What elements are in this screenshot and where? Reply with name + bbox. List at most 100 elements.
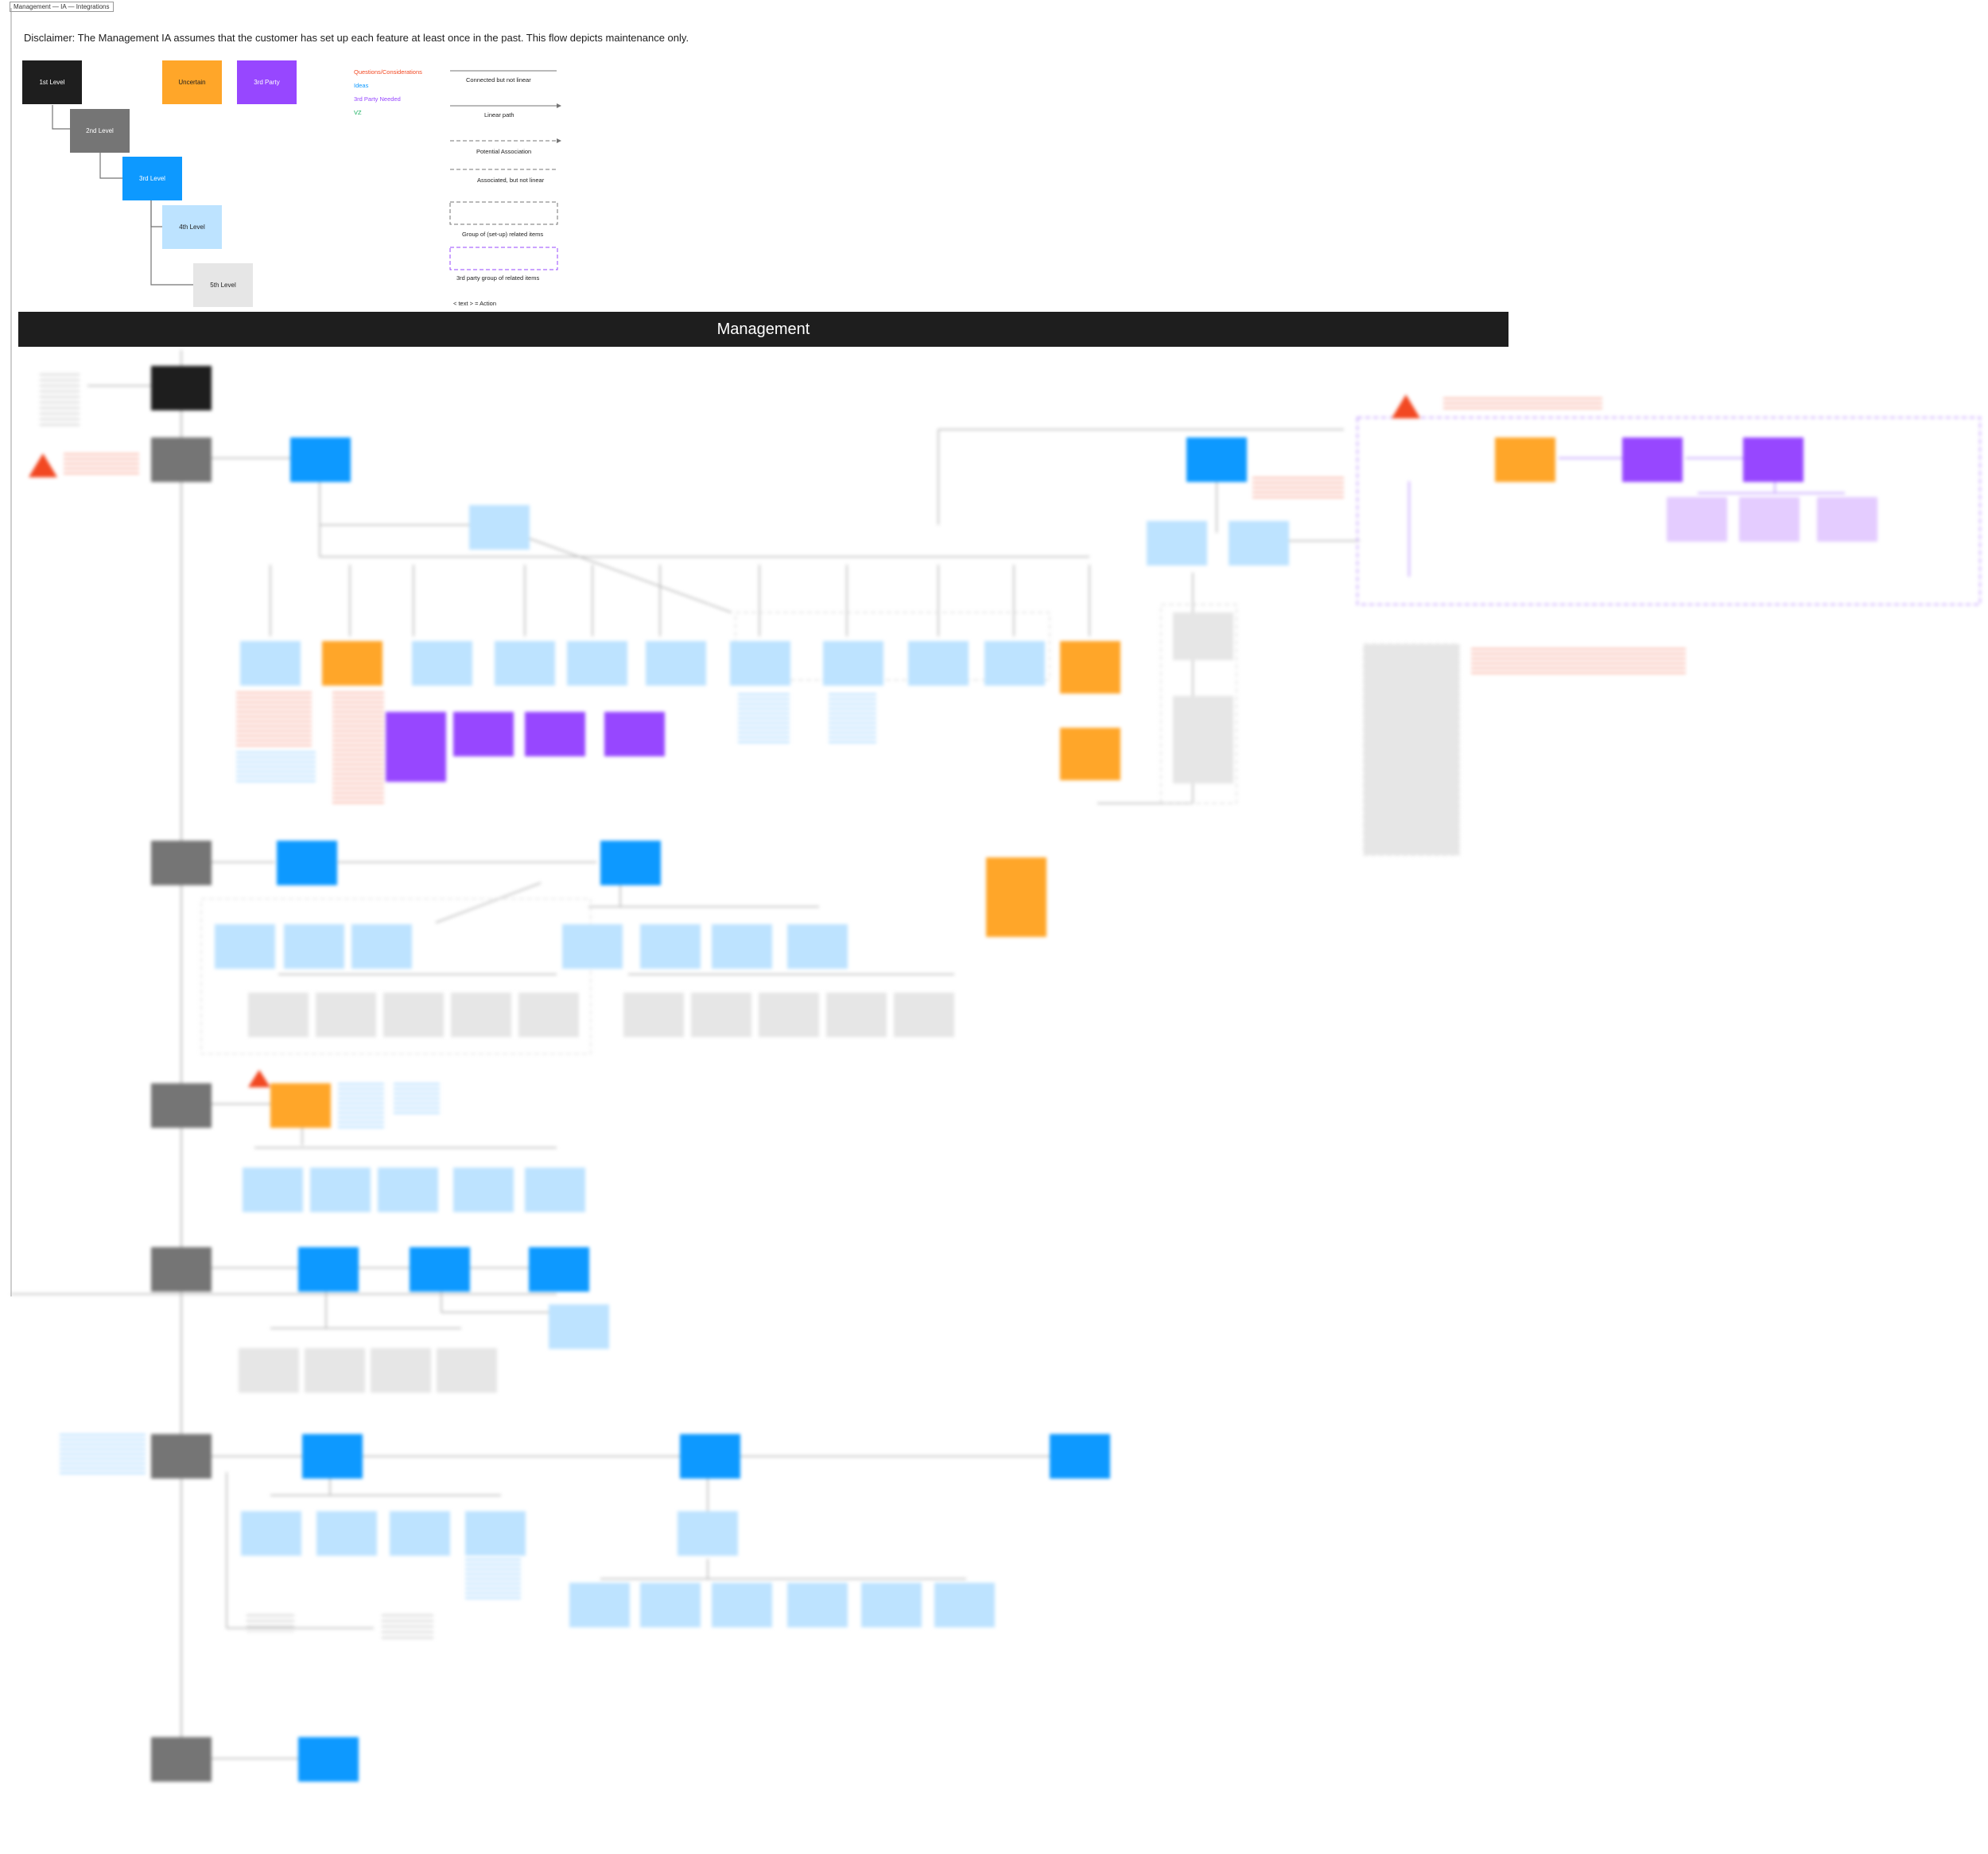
- legend-third-party: 3rd Party: [237, 60, 297, 104]
- flow-node: [759, 993, 819, 1037]
- flow-node: [518, 993, 579, 1037]
- flow-node: [908, 641, 969, 686]
- flow-node: [1739, 497, 1800, 542]
- flow-node: [623, 993, 684, 1037]
- legend-line-associated: Associated, but not linear: [477, 177, 545, 184]
- legend-action: < text > = Action: [453, 300, 496, 307]
- legend-connectors: [52, 70, 561, 287]
- flow-node: [302, 1434, 363, 1479]
- category-node: [151, 1737, 212, 1782]
- flow-node: [412, 641, 472, 686]
- flow-node: [600, 841, 661, 885]
- warning-triangle-icon: [248, 1070, 270, 1087]
- question-note: [1471, 648, 1686, 674]
- annotation-note: [247, 1615, 294, 1632]
- idea-note: [60, 1434, 146, 1474]
- legend-level-4-label: 4th Level: [179, 223, 205, 231]
- flow-node: [290, 437, 351, 482]
- flow-node: [298, 1737, 359, 1782]
- flow-node: [1173, 696, 1233, 783]
- legend-level-3: 3rd Level: [122, 157, 182, 200]
- flow-connectors: [11, 350, 1981, 1774]
- flow-node: [823, 641, 883, 686]
- flow-node: [986, 857, 1046, 937]
- legend-level-1-label: 1st Level: [39, 78, 65, 86]
- category-node: [151, 841, 212, 885]
- flow-node: [243, 1168, 303, 1212]
- flow-node: [569, 1583, 630, 1627]
- flow-node: [934, 1583, 995, 1627]
- legend-level-4: 4th Level: [162, 205, 222, 249]
- question-note: [64, 453, 139, 477]
- flow-node: [1622, 437, 1683, 482]
- flow-node: [465, 1511, 526, 1556]
- flow-node: [371, 1348, 431, 1393]
- flow-node: [604, 712, 665, 756]
- flow-node: [1743, 437, 1804, 482]
- flow-node: [640, 1583, 701, 1627]
- flow-node: [712, 924, 772, 969]
- flow-node: [1186, 437, 1247, 482]
- flow-node: [525, 712, 585, 756]
- flow-node: [562, 924, 623, 969]
- flow-node: [646, 641, 706, 686]
- flow-node: [310, 1168, 371, 1212]
- flow-node: [284, 924, 344, 969]
- annotation-note: [382, 1615, 433, 1642]
- flow-node: [390, 1511, 450, 1556]
- flow-node: [1050, 1434, 1110, 1479]
- legend-ideas: Ideas: [354, 82, 369, 89]
- legend-level-5-label: 5th Level: [210, 281, 236, 289]
- flow-node: [298, 1247, 359, 1292]
- flow-node: [984, 641, 1045, 686]
- flow-node: [1667, 497, 1727, 542]
- legend-third-party-needed: 3rd Party Needed: [354, 95, 401, 103]
- legend-questions: Questions/Considerations: [354, 68, 422, 76]
- question-note: [1443, 398, 1602, 410]
- flow-node: [1495, 437, 1555, 482]
- legend-level-2: 2nd Level: [70, 109, 130, 153]
- idea-note: [829, 694, 876, 745]
- question-note: [332, 692, 384, 803]
- flow-node: [453, 712, 514, 756]
- flow-node: [495, 641, 555, 686]
- flow-node: [316, 993, 376, 1037]
- legend-uncertain-label: Uncertain: [178, 78, 206, 86]
- legend-line-group: Group of (set-up) related items: [462, 231, 544, 238]
- flow-node: [525, 1168, 585, 1212]
- legend-level-3-label: 3rd Level: [139, 174, 165, 182]
- flow-node: [861, 1583, 922, 1627]
- idea-note: [236, 752, 316, 783]
- legend-line-linear: Linear path: [484, 111, 514, 119]
- flow-node: [787, 924, 848, 969]
- category-node: [151, 1247, 212, 1292]
- flow-node: [240, 641, 301, 686]
- flow-node: [410, 1247, 470, 1292]
- flow-diagram: [0, 350, 1988, 1854]
- question-note: [236, 692, 312, 748]
- warning-triangle-icon: [1392, 395, 1420, 418]
- flow-node: [691, 993, 751, 1037]
- legend-line-third-party-group: 3rd party group of related items: [456, 274, 540, 282]
- flow-node: [1229, 521, 1289, 566]
- flow-node: [1173, 612, 1233, 660]
- flow-node: [787, 1583, 848, 1627]
- flow-node: [1060, 728, 1120, 780]
- flow-node: [305, 1348, 365, 1393]
- flow-node: [680, 1434, 740, 1479]
- legend-level-5: 5th Level: [193, 263, 253, 307]
- flow-node: [239, 1348, 299, 1393]
- frame-border: [10, 8, 12, 1296]
- flow-node: [383, 993, 444, 1037]
- flow-node: [640, 924, 701, 969]
- flow-node: [241, 1511, 301, 1556]
- category-node: [151, 1434, 212, 1479]
- flow-node: [351, 924, 412, 969]
- flow-node: [453, 1168, 514, 1212]
- flow-node: [567, 641, 627, 686]
- flow-node: [1060, 641, 1120, 694]
- flow-node: [378, 1168, 438, 1212]
- flow-node: [316, 1511, 377, 1556]
- legend-level-2-label: 2nd Level: [86, 126, 114, 134]
- question-note: [1252, 477, 1344, 501]
